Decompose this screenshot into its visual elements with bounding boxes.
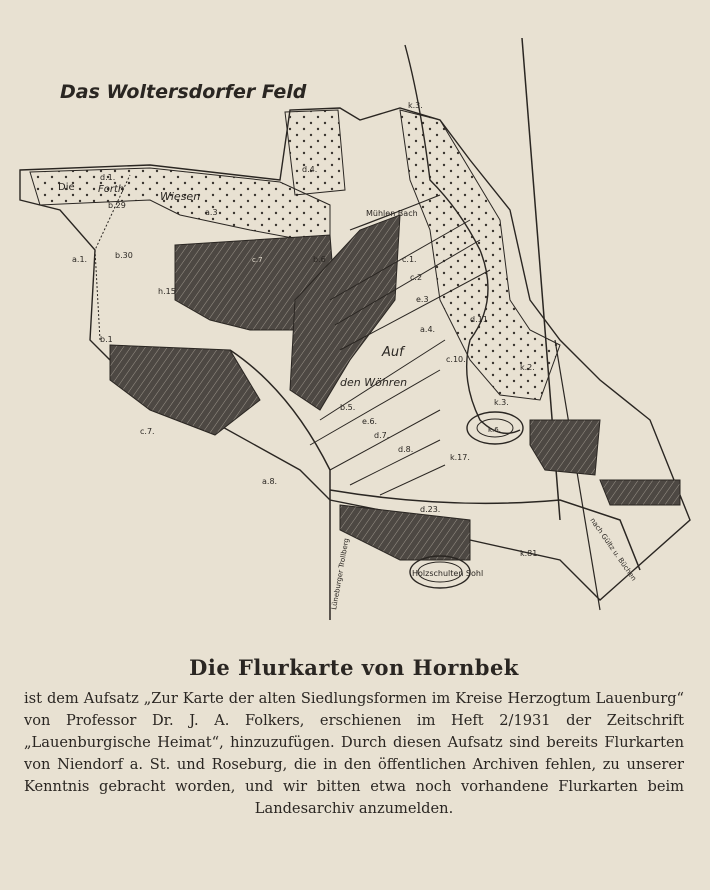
label-nach-gueltz: nach Gültz u. Büchen [588,517,637,583]
settlement-east [289,214,401,411]
road-west [94,174,131,341]
label-a4: a.4. [420,325,435,334]
label-auf: Auf [381,345,406,360]
label-b29: b.29 [108,201,126,210]
muehlen-bach-stream [404,44,521,434]
label-k3: k.3. [494,398,509,407]
historical-field-map: Das Woltersdorfer Feld Die d.1. Forth b.… [19,37,691,620]
label-a3: a.3 [205,208,218,217]
field-boundary [19,107,691,601]
label-d23: d.23. [420,505,440,514]
label-a1: a.1. [72,255,87,264]
caption-title: Die Flurkarte von Hornbek [189,655,519,680]
label-k6: k.6. [488,426,501,434]
meadow-east [399,109,561,401]
settlement-west [109,344,261,436]
label-lueneburger: Lüneburger Trollberg [330,538,350,611]
label-forth: Forth [98,184,124,195]
label-c7: c.7 [252,256,263,264]
label-k2: k.2. [520,363,535,372]
pond-k6-inner [476,418,514,438]
label-b6: b.6 [313,255,326,264]
railway-line-2 [554,339,601,611]
label-e3: e.3 [416,295,429,304]
road-south [229,349,331,620]
label-c7b: c.7. [140,427,155,436]
label-k81: k.81. [520,549,540,558]
label-k3-top: k.3. [408,101,423,110]
label-h15: h.15 [158,287,176,296]
label-b30: b.30 [115,251,133,260]
label-den-woehren: den Wöhren [340,376,407,389]
label-holzschulten: Holzschulten Sohl [412,569,483,578]
caption-block: Die Flurkarte von Hornbek ist dem Aufsat… [24,655,684,820]
pond-holzschulten-inner [417,561,463,583]
label-d11: d.11 [470,315,488,324]
label-a8: a.8. [262,477,277,486]
pond-k6 [466,411,524,445]
label-d1: d.1. [100,173,115,182]
label-die: Die [58,182,75,193]
label-d4: d.4. [302,165,317,174]
label-d8: d.8. [398,445,413,454]
label-d7: d.7. [374,431,389,440]
label-wiesen: Wiesen [160,190,200,203]
label-c1: c.1. [402,255,417,264]
stream-branch [349,194,441,231]
settlement-far-east [599,479,681,506]
label-e6: e.6. [362,417,377,426]
map-figure: Das Woltersdorfer Feld Die d.1. Forth b.… [19,37,691,620]
settlement-south [339,504,471,561]
settlement-southeast [529,419,601,476]
label-b1: b.1 [100,335,113,344]
caption-body: ist dem Aufsatz „Zur Karte der alten Sie… [24,690,684,817]
label-c10: c.10. [446,355,466,364]
label-c2: c.2 [410,273,422,282]
label-b5: b.5. [340,403,355,412]
strip-fields [309,219,491,496]
pond-holzschulten [409,555,471,589]
meadow-north [284,109,346,196]
road-east [329,489,641,571]
meadow-wiesen [29,167,331,246]
label-muehlen-bach: Mühlen Bach [366,209,418,218]
label-k17: k.17. [450,453,470,462]
map-title: Das Woltersdorfer Feld [60,81,307,103]
